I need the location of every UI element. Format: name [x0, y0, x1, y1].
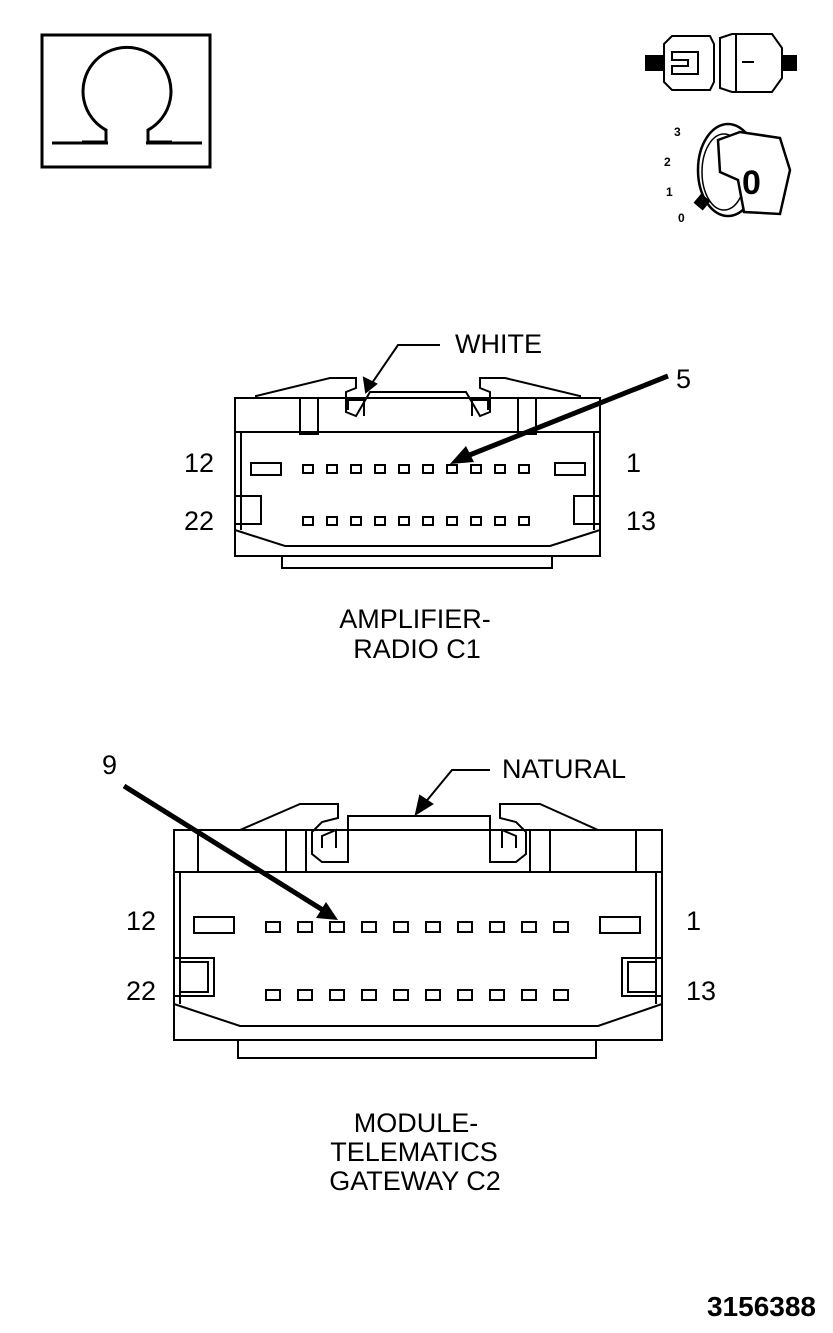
connector1-pin-22: 22 — [184, 506, 214, 536]
disconnect-connector-icon — [645, 33, 797, 93]
connector1-color-leader — [362, 344, 440, 394]
connector2-name-line3: GATEWAY C2 — [329, 1166, 501, 1196]
ignition-pos-3: 3 — [674, 125, 681, 139]
ignition-key-off-icon: 3 2 1 0 0 — [664, 122, 792, 225]
connector2-pin-callout: 9 — [102, 750, 117, 780]
connector2-pin-12: 12 — [126, 906, 156, 936]
connector2-pin-1: 1 — [686, 906, 701, 936]
ignition-pos-2: 2 — [664, 155, 671, 169]
connector1-name-line2: RADIO C1 — [353, 634, 481, 664]
connector1-color-label: WHITE — [455, 329, 542, 359]
connector2-color-leader — [414, 769, 490, 817]
connector1-pin-12: 12 — [184, 448, 214, 478]
ignition-key-label: 0 — [742, 164, 761, 202]
connector2-name-line1: MODULE- — [354, 1108, 479, 1138]
connector2-pin9-arrow — [122, 783, 338, 920]
connector-amplifier-radio-c1 — [234, 377, 601, 569]
connector2-pin-22: 22 — [126, 976, 156, 1006]
connector1-pin5-arrow — [450, 373, 669, 464]
ignition-pos-0: 0 — [678, 211, 685, 225]
figure-number: 3156388 — [707, 1291, 816, 1322]
connector1-pin-1: 1 — [626, 448, 641, 478]
connector1-pin-callout: 5 — [676, 364, 691, 394]
connector1-name-line1: AMPLIFIER- — [339, 604, 491, 634]
ignition-pos-1: 1 — [666, 185, 673, 199]
connector-telematics-gateway-c2 — [173, 803, 663, 1059]
connector2-color-label: NATURAL — [502, 754, 626, 784]
connector2-pin-13: 13 — [686, 976, 716, 1006]
ohm-icon — [40, 33, 212, 169]
connector1-pin-13: 13 — [626, 506, 656, 536]
connector2-name-line2: TELEMATICS — [330, 1137, 498, 1167]
